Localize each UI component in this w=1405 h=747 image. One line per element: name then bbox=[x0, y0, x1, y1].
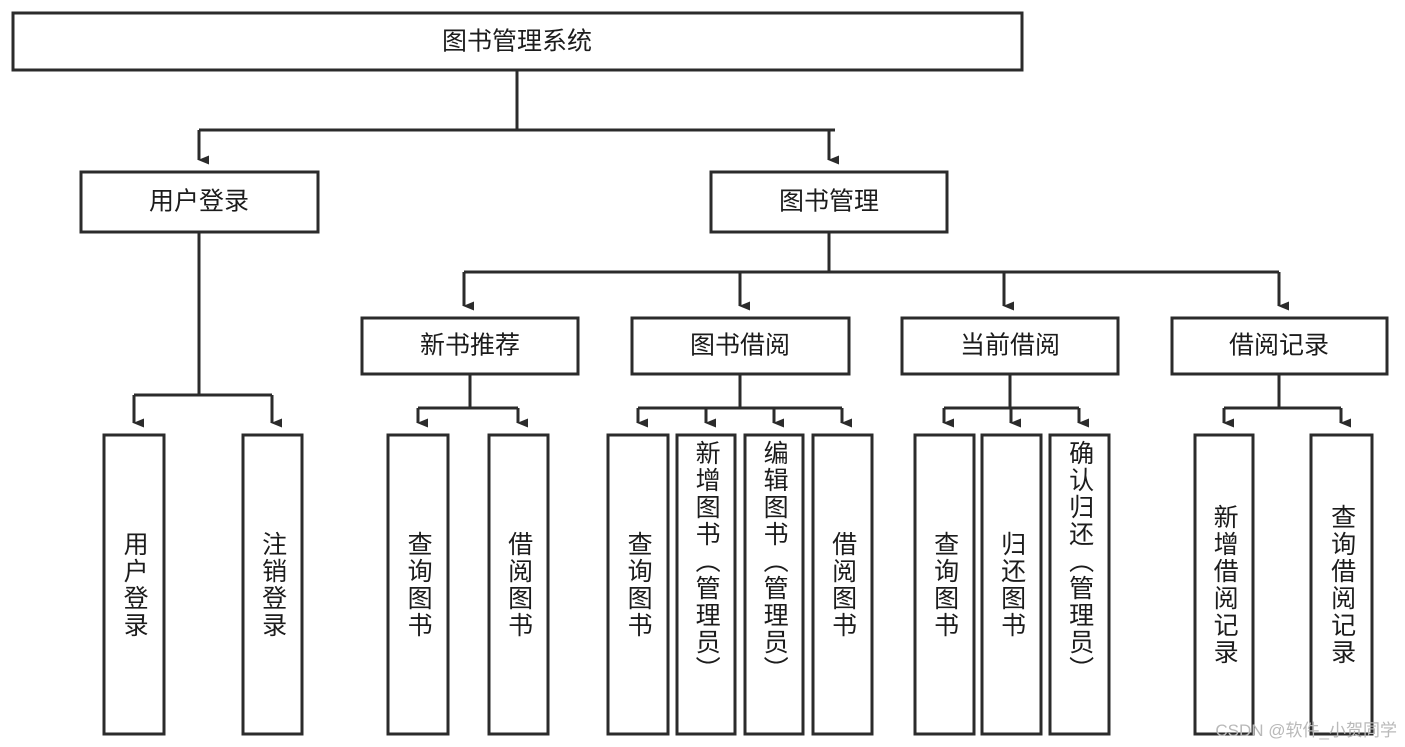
node-new-book-recommend-rect[interactable] bbox=[360, 316, 580, 376]
leaf-add-record-rect[interactable] bbox=[1193, 433, 1255, 736]
watermark: CSDN @软件_小贺同学 bbox=[1215, 721, 1397, 740]
leaf-query-book-borrow-rect[interactable] bbox=[606, 433, 670, 736]
leaf-query-book-current-rect[interactable] bbox=[913, 433, 976, 736]
leaf-add-book-rect[interactable] bbox=[675, 433, 737, 736]
connector-bookmgmt-to-level2 bbox=[462, 232, 1289, 311]
node-user-login[interactable]: 用户登录 bbox=[79, 170, 320, 234]
leaf-edit-book-rect[interactable] bbox=[743, 433, 805, 736]
node-borrow-records-label: 借阅记录 bbox=[1229, 332, 1329, 360]
node-current-borrow-rect[interactable] bbox=[900, 316, 1120, 376]
leaf-query-book-rec-rect[interactable] bbox=[386, 433, 450, 736]
connector-userlogin-to-leaves bbox=[132, 232, 282, 428]
node-root[interactable]: 图书管理系统 bbox=[11, 11, 1024, 72]
node-book-management-label: 图书管理 bbox=[779, 188, 879, 216]
leaf-user-logout-rect[interactable] bbox=[241, 433, 304, 736]
node-current-borrow-label: 当前借阅 bbox=[960, 332, 1060, 360]
node-new-book-recommend[interactable]: 新书推荐 bbox=[360, 316, 580, 376]
leaf-confirm-return-rect[interactable] bbox=[1048, 433, 1111, 736]
connector-root-to-level1 bbox=[197, 70, 839, 165]
leaf-query-record-rect[interactable] bbox=[1309, 433, 1374, 736]
connector-newbook-to-leaves bbox=[416, 374, 528, 428]
leaf-borrow-book-rec-rect[interactable] bbox=[487, 433, 550, 736]
node-root-label: 图书管理系统 bbox=[442, 28, 592, 56]
node-book-borrow-label: 图书借阅 bbox=[690, 332, 790, 360]
node-user-login-rect[interactable] bbox=[79, 170, 320, 234]
node-book-management[interactable]: 图书管理 bbox=[709, 170, 949, 234]
node-root-rect[interactable] bbox=[11, 11, 1024, 72]
leaf-borrow-book-rect[interactable] bbox=[811, 433, 874, 736]
node-borrow-records[interactable]: 借阅记录 bbox=[1170, 316, 1389, 376]
leaf-return-book-rect[interactable] bbox=[980, 433, 1043, 736]
leaf-user-login-rect[interactable] bbox=[102, 433, 166, 736]
node-user-login-label: 用户登录 bbox=[149, 188, 249, 216]
node-book-borrow[interactable]: 图书借阅 bbox=[630, 316, 851, 376]
connector-records-to-leaves bbox=[1222, 374, 1351, 428]
connector-bookborrow-to-leaves bbox=[636, 374, 852, 428]
node-new-book-recommend-label: 新书推荐 bbox=[420, 332, 520, 360]
node-current-borrow[interactable]: 当前借阅 bbox=[900, 316, 1120, 376]
connector-currentborrow-to-leaves bbox=[942, 374, 1089, 428]
